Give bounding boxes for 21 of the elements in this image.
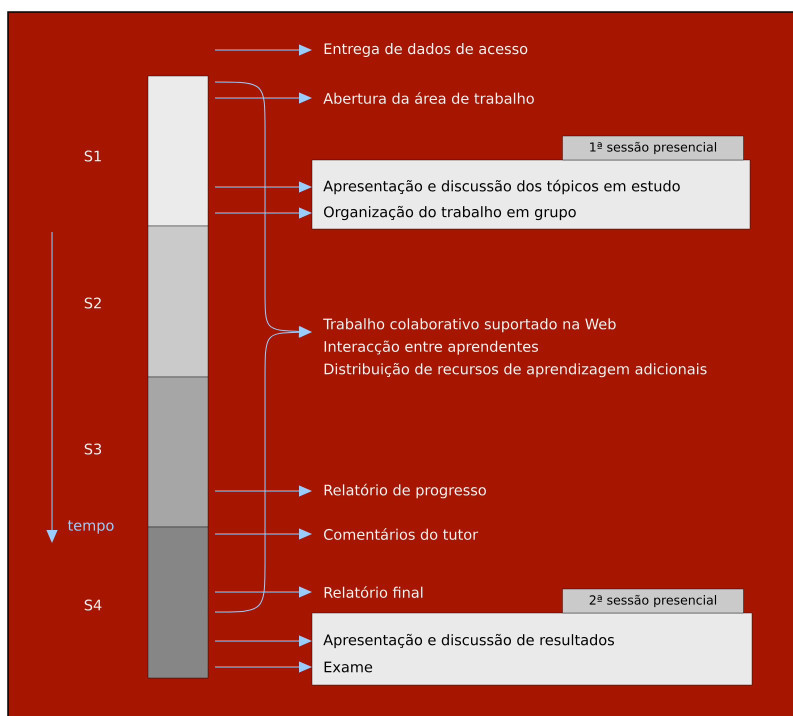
timeline-segment xyxy=(148,76,208,226)
event-text: Apresentação e discussão dos tópicos em estudo xyxy=(323,180,680,194)
timeline-segment xyxy=(148,226,208,378)
event-text: Apresentação e discussão de resultados xyxy=(323,634,614,648)
timeline-segment xyxy=(148,526,208,678)
event-text: Relatório de progresso xyxy=(324,484,486,498)
node-label: 2ª sessão presencial xyxy=(590,594,716,608)
segment-label: S3 xyxy=(84,444,102,454)
event-text: Comentários do tutor xyxy=(324,528,478,540)
event-text: Entrega de dados de acesso xyxy=(324,42,528,58)
event-text: Relatório final xyxy=(324,586,422,598)
time-label: tempo xyxy=(68,520,114,534)
event-text: Exame xyxy=(324,662,372,672)
timeline-segment xyxy=(148,376,208,528)
activity-list: Trabalho colaborativo suportado na Web Interacção entre aprendentes Distribuição de recursos de aprendizagem adicionais xyxy=(323,318,707,378)
node-label: 1ª sessão presencial xyxy=(590,142,716,154)
segment-label: S2 xyxy=(84,298,101,308)
event-text: Abertura da área de trabalho xyxy=(323,92,534,104)
segment-label: S4 xyxy=(84,600,102,610)
segment-label: S1 xyxy=(84,150,101,162)
event-text: Organização do trabalho em grupo xyxy=(324,206,576,220)
